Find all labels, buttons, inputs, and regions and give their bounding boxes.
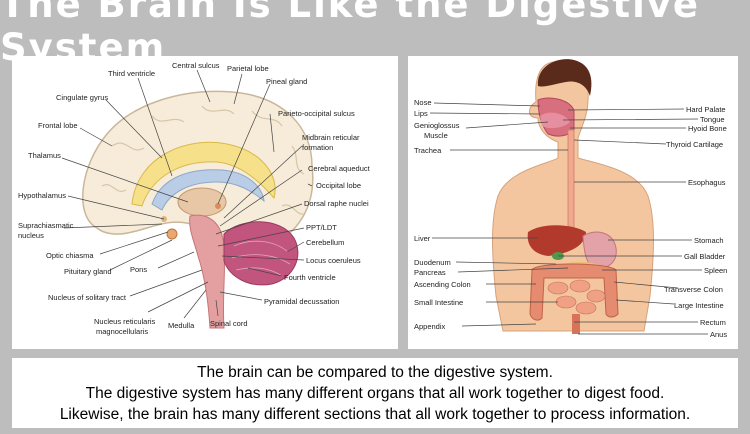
label-third-ventricle: Third ventricle <box>108 69 155 78</box>
label-ppt-ldt: PPT/LDT <box>306 223 337 232</box>
label-stomach: Stomach <box>694 236 724 245</box>
pineal-dot <box>215 203 221 209</box>
label-tongue: Tongue <box>700 115 725 124</box>
label-gall-bladder: Gall Bladder <box>684 252 726 261</box>
body-leader-lines <box>429 102 708 335</box>
pituitary-shape <box>166 228 178 240</box>
tongue-shape <box>540 112 570 129</box>
label-liver: Liver <box>414 234 431 243</box>
label-transverse-colon: Transverse Colon <box>664 285 723 294</box>
label-ascending-colon: Ascending Colon <box>414 280 471 289</box>
label-duodenum: Duodenum <box>414 258 451 267</box>
label-hyoid-bone: Hyoid Bone <box>688 124 727 133</box>
liver-shape <box>527 225 586 256</box>
caption-line-1: The brain can be compared to the digesti… <box>197 363 553 381</box>
label-genioglossus: Genioglossus <box>414 121 460 130</box>
caption-panel: The brain can be compared to the digesti… <box>12 358 738 428</box>
label-thyroid-cartilage: Thyroid Cartilage <box>666 140 723 149</box>
corpus-callosum-shape <box>131 141 276 207</box>
label-trachea: Trachea <box>414 146 442 155</box>
small-intestine-loops <box>547 279 606 315</box>
label-pyramidal-decussation: Pyramidal decussation <box>264 297 339 306</box>
digestive-diagram: Nose Lips Genioglossus Muscle Trachea Ha… <box>414 59 727 339</box>
label-appendix: Appendix <box>414 322 446 331</box>
label-hypothalamus: Hypothalamus <box>18 191 66 200</box>
label-occipital-lobe: Occipital lobe <box>316 181 361 190</box>
label-rectum: Rectum <box>700 318 726 327</box>
label-pons: Pons <box>130 265 147 274</box>
label-lips: Lips <box>414 109 428 118</box>
label-fourth-ventricle: Fourth ventricle <box>284 273 336 282</box>
label-genioglossus-2: Muscle <box>424 131 448 140</box>
caption-line-2: The digestive system has many different … <box>85 384 665 402</box>
label-spleen: Spleen <box>704 266 727 275</box>
stomach-shape <box>582 231 617 269</box>
label-parietal-lobe: Parietal lobe <box>227 64 269 73</box>
label-thalamus: Thalamus <box>28 151 61 160</box>
label-pineal-gland: Pineal gland <box>266 77 307 86</box>
gyri-lines <box>101 105 305 215</box>
label-midbrain-reticular-2: formation <box>302 143 333 152</box>
label-nucleus-solitary-tract: Nucleus of solitary tract <box>48 293 127 302</box>
label-spinal-cord: Spinal cord <box>210 319 248 328</box>
label-esophagus: Esophagus <box>688 178 726 187</box>
label-cerebral-aqueduct: Cerebral aqueduct <box>308 164 371 173</box>
label-suprachiasmatic-2: nucleus <box>18 231 44 240</box>
hair-shape <box>537 59 592 96</box>
label-parieto-occipital-sulcus: Parieto-occipital sulcus <box>278 109 355 118</box>
label-large-intestine: Large Intestine <box>674 301 724 310</box>
label-central-sulcus: Central sulcus <box>172 61 220 70</box>
label-optic-chiasma: Optic chiasma <box>46 251 94 260</box>
label-anus: Anus <box>710 330 727 339</box>
label-midbrain-reticular: Midbrain reticular <box>302 133 360 142</box>
label-suprachiasmatic: Suprachiasmatic <box>18 221 74 230</box>
label-cingulate-gyrus: Cingulate gyrus <box>56 93 108 102</box>
brain-diagram: Third ventricle Central sulcus Parietal … <box>18 61 371 336</box>
label-medulla: Medulla <box>168 321 195 330</box>
cerebrum-shape <box>82 90 314 249</box>
label-nucleus-reticularis: Nucleus reticularis <box>94 317 156 326</box>
label-cerebellum: Cerebellum <box>306 238 344 247</box>
brain-leader-lines <box>61 69 313 319</box>
label-dorsal-raphe-nuclei: Dorsal raphe nuclei <box>304 199 369 208</box>
brain-diagram-panel: Third ventricle Central sulcus Parietal … <box>12 56 398 349</box>
label-frontal-lobe: Frontal lobe <box>38 121 78 130</box>
large-intestine-shape <box>529 263 619 321</box>
label-locus-coeruleus: Locus coeruleus <box>306 256 361 265</box>
label-pancreas: Pancreas <box>414 268 446 277</box>
brainstem-shape <box>189 214 226 329</box>
ventricle-shape <box>151 169 265 211</box>
label-hard-palate: Hard Palate <box>686 105 726 114</box>
label-small-intestine: Small Intestine <box>414 298 463 307</box>
caption-line-3: Likewise, the brain has many different s… <box>59 405 691 423</box>
label-nucleus-reticularis-2: magnocellularis <box>96 327 148 336</box>
label-nose: Nose <box>414 98 432 107</box>
digestive-diagram-panel: Nose Lips Genioglossus Muscle Trachea Ha… <box>408 56 738 349</box>
rectum-shape <box>572 314 580 334</box>
label-pituitary-gland: Pituitary gland <box>64 267 112 276</box>
page-title: The Brain Is Like the Digestive System <box>0 0 700 69</box>
